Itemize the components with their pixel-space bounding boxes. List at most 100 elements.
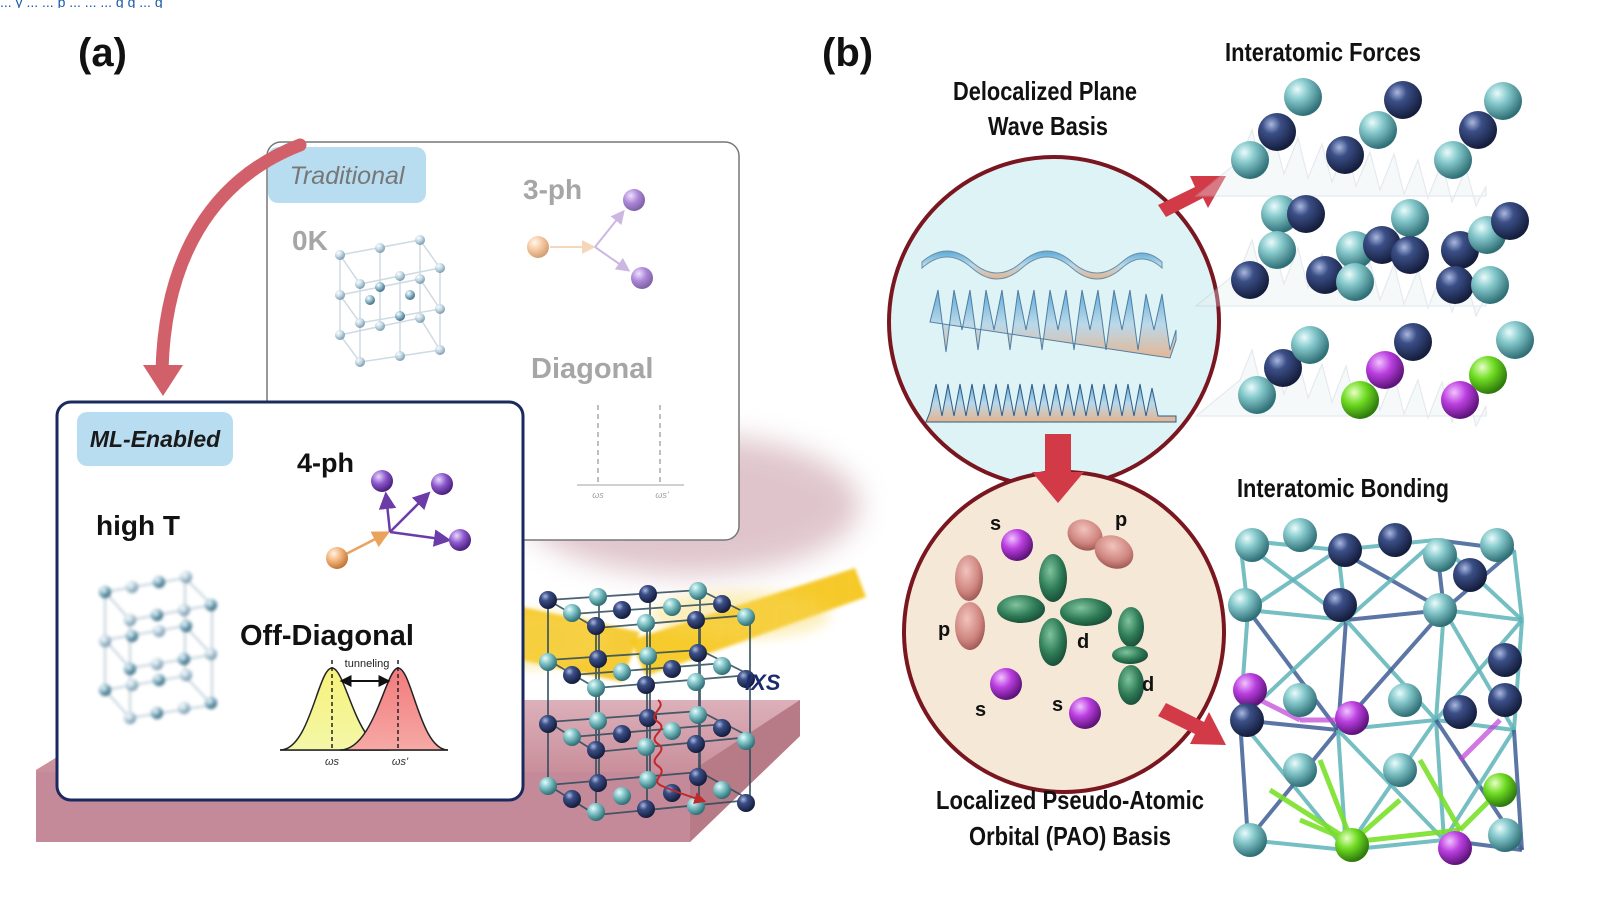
zero-k-atoms — [335, 235, 445, 367]
crystal-atom — [737, 732, 755, 750]
crystal-atom — [663, 598, 681, 616]
bonding-atom — [1283, 683, 1317, 717]
plane-wave-3 — [925, 383, 1177, 423]
bond-line — [1434, 719, 1446, 841]
bonding-atom — [1235, 528, 1269, 562]
high-t-atom — [99, 635, 111, 647]
crystal-atom — [639, 709, 657, 727]
crystal-atom — [689, 644, 707, 662]
high-t-atom — [153, 625, 165, 637]
diagonal-label: Diagonal — [531, 353, 653, 385]
plane-wave-title-1: Delocalized Plane — [953, 76, 1137, 106]
bonding-atom — [1483, 773, 1517, 807]
crystal-atom — [687, 673, 705, 691]
crystal-atom — [639, 771, 657, 789]
forces-atom — [1341, 381, 1379, 419]
plane-wave-circle — [887, 155, 1221, 489]
zero-k-label: 0K — [292, 225, 328, 256]
crystal-atom — [637, 800, 655, 818]
crystal-atom — [637, 738, 655, 756]
forces-atom — [1496, 321, 1534, 359]
crystal-atom — [637, 614, 655, 632]
forces-atom — [1258, 231, 1296, 269]
p-label: p — [938, 619, 950, 641]
interatomic-forces-image — [1194, 78, 1534, 428]
bond-line — [1317, 759, 1355, 843]
high-t-atom — [126, 679, 138, 691]
four-ph-label: 4-ph — [297, 448, 354, 478]
bonding-atom — [1438, 831, 1472, 865]
three-ph-label: 3-ph — [523, 174, 582, 205]
circle-down-arrow — [1032, 434, 1084, 503]
ml-tag — [77, 412, 233, 466]
bonding-atom — [1283, 753, 1317, 787]
crystal-atom — [737, 670, 755, 688]
crystal-atom — [687, 735, 705, 753]
s-label: s — [990, 513, 1001, 535]
high-t-atom — [178, 653, 190, 665]
bonding-atom — [1230, 703, 1264, 737]
d-orbital-dz2 — [1112, 607, 1148, 705]
bond-line — [1512, 549, 1524, 621]
high-t-atom — [124, 663, 136, 675]
forces-atom — [1359, 111, 1397, 149]
high-t-atom — [124, 614, 136, 626]
crystal-atom — [563, 728, 581, 746]
interatomic-bonding-image — [1228, 518, 1524, 865]
pao-circle: s s s p p d d — [902, 470, 1226, 794]
forces-atom — [1287, 195, 1325, 233]
d-orbital-clover — [997, 554, 1112, 666]
crystal-atom — [589, 588, 607, 606]
p-label: p — [1115, 509, 1127, 531]
d-label: d — [1077, 631, 1089, 653]
forces-atom — [1231, 141, 1269, 179]
plane-wave-1 — [921, 250, 1163, 280]
bond-line — [1238, 719, 1250, 841]
forces-atom — [1291, 326, 1329, 364]
bonding-atom — [1423, 593, 1457, 627]
crystal-atom — [613, 787, 631, 805]
crystal-atom — [663, 660, 681, 678]
arrow-to-bonding — [1158, 703, 1226, 745]
ixs-label: IXS — [745, 670, 781, 695]
bonding-atom — [1423, 538, 1457, 572]
crystal-atom — [689, 768, 707, 786]
p-orbital-vertical — [955, 555, 985, 650]
bonding-atom — [1233, 673, 1267, 707]
bond-line — [1268, 787, 1354, 845]
bonding-atom — [1335, 701, 1369, 735]
arrow-to-forces — [1158, 176, 1226, 217]
crystal-atom — [587, 803, 605, 821]
high-t-atom — [180, 620, 192, 632]
high-t-lattice — [99, 571, 217, 724]
crystal-atom — [639, 647, 657, 665]
forces-atom — [1484, 82, 1522, 120]
forces-atom — [1366, 351, 1404, 389]
pao-title-2: Orbital (PAO) Basis — [969, 821, 1171, 851]
crystal-atom — [589, 774, 607, 792]
forces-atom — [1391, 236, 1429, 274]
high-t-atom — [178, 604, 190, 616]
crystal-atom — [613, 663, 631, 681]
four-ph-diagram — [326, 470, 471, 569]
crystal-atom — [689, 582, 707, 600]
traditional-tag-label: Traditional — [290, 162, 406, 190]
high-t-atom — [124, 712, 136, 724]
crystal-atom — [539, 777, 557, 795]
high-t-atom — [178, 702, 190, 714]
forces-atom — [1471, 266, 1509, 304]
crystal-atom — [737, 608, 755, 626]
high-t-atom — [180, 571, 192, 583]
bonding-atom — [1233, 823, 1267, 857]
bonding-atom — [1228, 588, 1262, 622]
crystal-atom — [589, 712, 607, 730]
crystal-atoms — [539, 582, 755, 821]
crystal-atom — [713, 781, 731, 799]
s-label: s — [1052, 694, 1063, 716]
bonding-atom — [1488, 643, 1522, 677]
d-label: d — [1142, 674, 1154, 696]
crystal-atom — [539, 715, 557, 733]
pao-title-1: Localized Pseudo-Atomic — [936, 785, 1204, 815]
crystal-atom — [613, 725, 631, 743]
off-diagonal-plot: tunneling ωs ωs' — [279, 658, 449, 768]
